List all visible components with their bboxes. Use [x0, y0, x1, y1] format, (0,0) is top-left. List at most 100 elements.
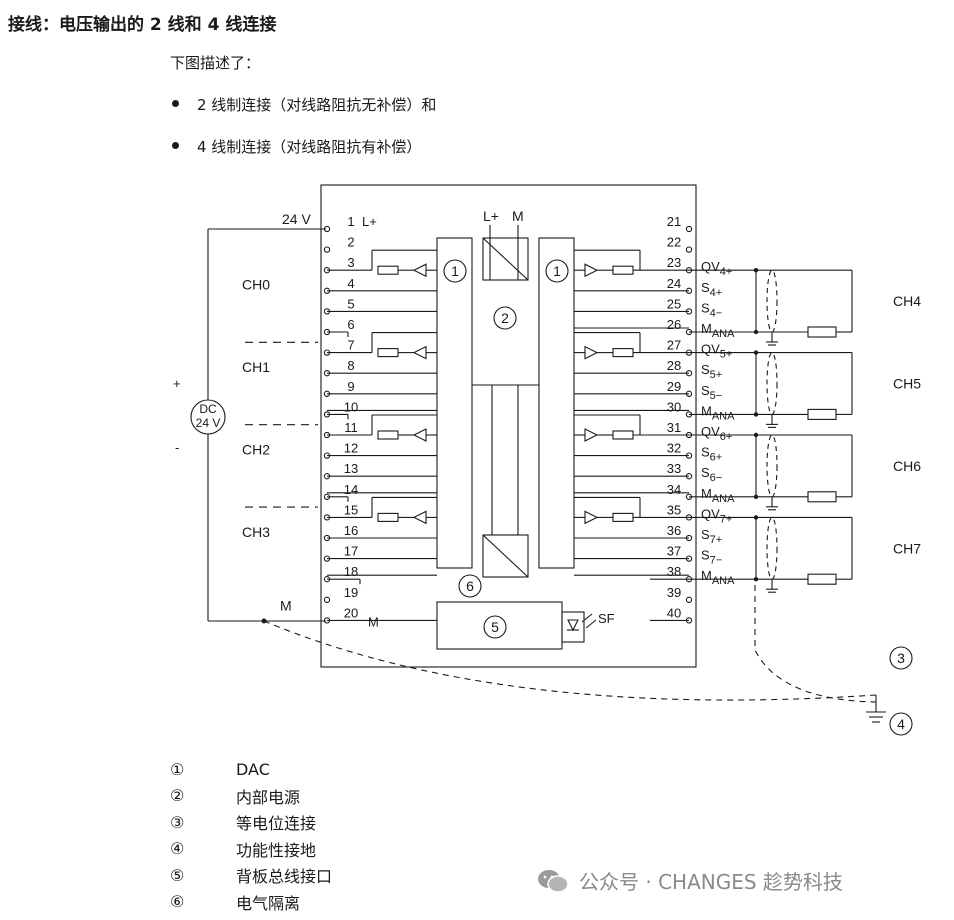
legend-label: 内部电源 — [236, 787, 301, 807]
terminal-signal-label: S7+ — [701, 527, 722, 546]
terminal-signal-label: S4− — [701, 300, 722, 319]
minus-sign: - — [175, 440, 179, 455]
marker-circle-icon — [493, 306, 517, 330]
field-wiring: QV4+S4+S4−MANAQV5+S5+S5−MANAQV6+S6+S6−MA… — [173, 208, 921, 736]
sf-led-icon — [567, 619, 579, 632]
legend-marker: ⑥ — [170, 892, 185, 912]
pin-number-left: 11 — [344, 420, 358, 435]
page-title: 接线：电压输出的 2 线和 4 线连接 — [8, 15, 277, 35]
psu-m-label: M — [512, 208, 524, 224]
channel-label-right: CH4 — [893, 293, 921, 309]
pin-number-right: 40 — [667, 605, 681, 620]
terminal-signal-label: S4+ — [701, 280, 722, 299]
pin-number-right: 24 — [667, 276, 681, 291]
marker-circle-icon — [483, 615, 507, 639]
terminal-signal-label: S5+ — [701, 362, 722, 381]
legend-label: DAC — [236, 759, 270, 779]
marker-ground: 4 — [897, 716, 905, 732]
marker-psu: 2 — [501, 310, 509, 326]
bullet-item: 2 线制连接（对线路阻抗无补偿）和 — [172, 94, 436, 115]
marker-equip: 3 — [897, 650, 905, 666]
pin-number-right: 35 — [667, 502, 681, 517]
bullet-item: 4 线制连接（对线路阻抗有补偿） — [172, 136, 421, 157]
junction-dot — [753, 350, 759, 355]
m-wire-label: M — [280, 597, 292, 613]
bullet-text: 2 线制连接（对线路阻抗无补偿）和 — [197, 96, 437, 114]
pin-number-right: 25 — [667, 296, 681, 311]
wechat-icon — [538, 869, 569, 893]
marker-circle-icon — [458, 574, 482, 598]
pin-number-left: 7 — [347, 338, 354, 353]
marker-circle-icon — [443, 259, 467, 283]
marker-dac: 1 — [451, 263, 459, 279]
bullet-dot-icon — [172, 142, 179, 149]
terminal-signal-label: MANA — [701, 321, 735, 340]
legend-marker: ④ — [170, 839, 185, 859]
terminal-right — [685, 596, 693, 603]
amplifier-icon — [584, 428, 599, 442]
channel-label-left: CH1 — [242, 359, 270, 375]
marker-circle-icon — [889, 646, 913, 670]
plus-sign: + — [173, 376, 181, 391]
terminal-signal-label: S7− — [701, 548, 722, 567]
marker-circle-icon — [889, 712, 913, 736]
channel-label-left: CH3 — [242, 524, 270, 540]
pin-number-left: 3 — [347, 255, 354, 270]
pin-number-left: 4 — [347, 276, 354, 291]
pin-number-left: 6 — [347, 317, 354, 332]
pin-number-right: 31 — [667, 420, 681, 435]
terminal-left — [323, 246, 331, 253]
pin-number-right: 37 — [667, 544, 681, 559]
shield-ellipse — [766, 516, 778, 580]
pin-number-left: 2 — [347, 235, 354, 250]
pin-number-right: 22 — [667, 235, 681, 250]
terminal-left — [323, 596, 331, 603]
legend-label: 背板总线接口 — [236, 867, 333, 887]
pin-number-left: 15 — [344, 502, 358, 517]
dc-source-voltage: 24 V — [196, 416, 221, 430]
dc-source-label: DC — [199, 402, 217, 416]
pin-number-left: 19 — [344, 585, 358, 600]
psu-box-bottom — [482, 534, 529, 578]
pin-number-right: 32 — [667, 441, 681, 456]
terminal-right — [685, 246, 693, 253]
marker-bus: 5 — [491, 619, 499, 635]
sf-label: SF — [598, 611, 615, 626]
left-dac-box — [436, 237, 473, 569]
pin-number-right: 33 — [667, 461, 681, 476]
pin-number-right: 23 — [667, 255, 681, 270]
module-outline — [320, 184, 697, 668]
sf-led-box — [561, 611, 585, 643]
channel-label-right: CH6 — [893, 458, 921, 474]
terminal-signal-label: MANA — [701, 486, 735, 505]
pin-number-left: 20 — [344, 605, 358, 620]
pin-number-left: 8 — [347, 358, 354, 373]
pin-number-left: 9 — [347, 379, 354, 394]
terminal-signal-label: S5− — [701, 383, 722, 402]
pin-number-left: 5 — [347, 296, 354, 311]
right-dac-box — [538, 237, 575, 569]
pin-number-left: 13 — [344, 461, 358, 476]
pin-number-right: 36 — [667, 523, 681, 538]
pin-number-right: 29 — [667, 379, 681, 394]
amplifier-icon — [584, 510, 599, 525]
legend-label: 等电位连接 — [236, 814, 317, 834]
channel-label-right: CH7 — [893, 540, 921, 556]
pin-number-right: 21 — [667, 214, 681, 229]
terminal-signal-label: MANA — [701, 568, 735, 587]
marker-circle-icon — [545, 259, 569, 283]
terminal-signal-label: S6− — [701, 465, 722, 484]
channel-label-right: CH5 — [893, 376, 921, 392]
watermark: 公众号 · CHANGES 趁势科技 — [537, 866, 843, 895]
pin-number-right: 28 — [667, 358, 681, 373]
equipotential-wire — [754, 585, 877, 703]
